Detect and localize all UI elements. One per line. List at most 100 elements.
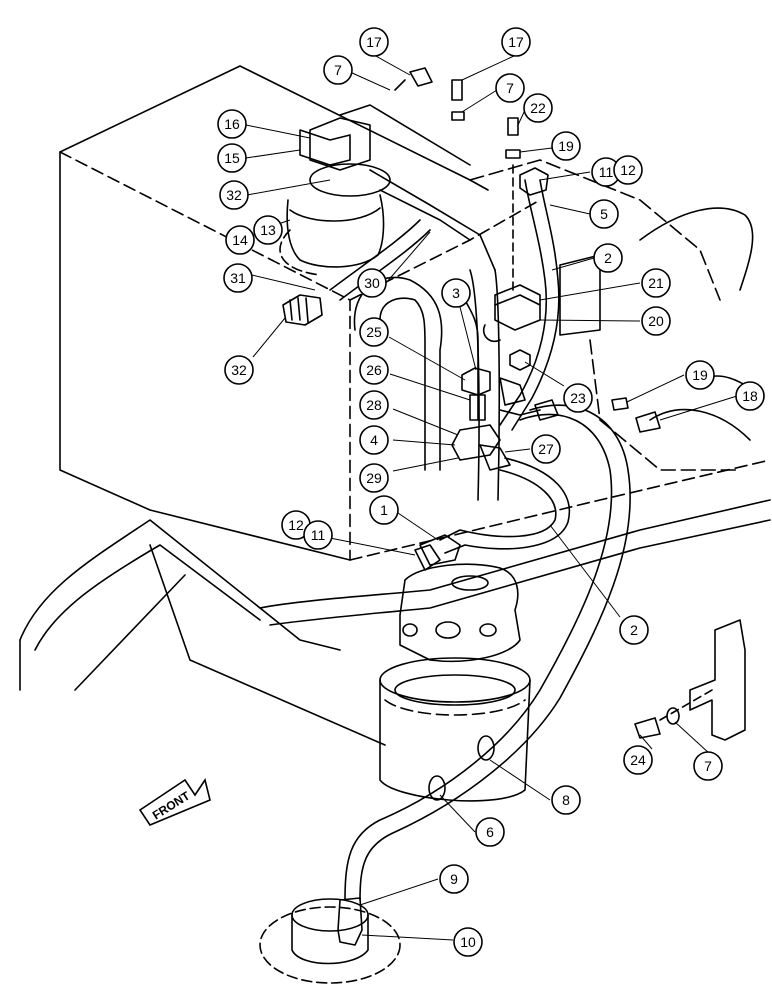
callout-26: 26	[359, 355, 389, 385]
callout-7: 7	[495, 73, 525, 103]
callout-2: 2	[619, 615, 649, 645]
callout-number: 8	[562, 792, 570, 808]
filter-tube-a	[369, 169, 496, 271]
base-ring-dashed	[259, 906, 401, 984]
frame-floor-line	[149, 544, 386, 746]
callout-circle	[439, 864, 469, 894]
callout-8: 8	[551, 785, 581, 815]
fitting-9-10	[337, 897, 363, 946]
callout-number: 13	[260, 222, 276, 238]
callout-number: 9	[450, 871, 458, 887]
callout-circle	[641, 268, 671, 298]
callout-17: 17	[501, 27, 531, 57]
callout-number: 19	[692, 367, 708, 383]
callout-circle	[619, 615, 649, 645]
callout-circle	[551, 785, 581, 815]
clamp-ring	[482, 324, 501, 343]
callout-number: 28	[366, 397, 382, 413]
callout-number: 7	[704, 758, 712, 774]
callout-number: 12	[288, 517, 304, 533]
washer-19b	[611, 397, 629, 411]
motor-cylinder-top	[379, 657, 531, 703]
callout-27: 27	[531, 434, 561, 464]
fitting-26	[469, 394, 486, 421]
fitting-27	[479, 444, 511, 471]
callout-number: 7	[506, 80, 514, 96]
callout-circle	[613, 155, 643, 185]
callout-11: 11	[303, 520, 333, 550]
callout-circle	[453, 927, 483, 957]
washer-7c	[666, 707, 680, 725]
callout-5: 5	[589, 199, 619, 229]
front-arrow: FRONT	[138, 778, 211, 826]
bolt-22	[507, 117, 519, 136]
bracket-block	[559, 254, 601, 336]
callout-14: 14	[225, 225, 255, 255]
callout-circle	[593, 243, 623, 273]
bracket-24	[689, 619, 746, 741]
callout-number: 29	[366, 470, 382, 486]
callout-19: 19	[685, 360, 715, 390]
callout-circle	[359, 355, 389, 385]
callout-32: 32	[224, 355, 254, 385]
callout-number: 32	[226, 187, 242, 203]
callout-3: 3	[441, 278, 471, 308]
pipe-loop-outer	[353, 276, 443, 471]
callout-number: 14	[232, 232, 248, 248]
callout-circle	[359, 27, 389, 57]
filter-body	[286, 194, 385, 268]
bolt-17b	[451, 79, 463, 101]
hose-5-outer	[499, 179, 548, 426]
callout-2: 2	[593, 243, 623, 273]
hose-5-inner	[511, 179, 560, 431]
callout-circle	[219, 180, 249, 210]
filter-rim	[289, 207, 381, 222]
callout-number: 1	[380, 502, 388, 518]
washer-19a	[505, 149, 521, 159]
callout-number: 11	[599, 164, 614, 180]
callout-number: 2	[630, 622, 638, 638]
right-body-dashed2	[589, 339, 741, 471]
bolt-18	[635, 411, 661, 433]
callout-number: 11	[311, 527, 326, 543]
callout-number: 22	[530, 100, 546, 116]
callout-24: 24	[623, 745, 653, 775]
filter-head-mount	[299, 129, 351, 166]
frame-rail-upper	[19, 519, 341, 651]
hose-2-lower-outer	[439, 469, 557, 541]
elbow-fitting	[282, 294, 323, 326]
callout-circle	[685, 360, 715, 390]
motor-top	[399, 563, 521, 663]
callout-number: 7	[334, 62, 342, 78]
base-top	[291, 898, 369, 932]
callout-number: 4	[370, 432, 378, 448]
clamp-inner	[494, 294, 541, 306]
callout-15: 15	[217, 143, 247, 173]
callout-circle	[563, 383, 593, 413]
fitting-11-top	[519, 167, 549, 196]
callout-circle	[551, 131, 581, 161]
callout-circle	[359, 390, 389, 420]
callout-circle	[589, 199, 619, 229]
tank-front-edge-dashed	[59, 151, 351, 561]
frame-rail-lower	[34, 544, 261, 651]
callout-32: 32	[219, 180, 249, 210]
callout-1: 1	[369, 495, 399, 525]
callout-number: 27	[538, 441, 554, 457]
clamp-block	[494, 284, 541, 331]
callout-30: 30	[357, 268, 387, 298]
bolt-17a	[394, 67, 433, 91]
callout-circle	[359, 463, 389, 493]
callout-number: 23	[570, 390, 586, 406]
callout-13: 13	[253, 215, 283, 245]
callout-20: 20	[641, 306, 671, 336]
callout-circle	[225, 225, 255, 255]
callout-number: 5	[600, 206, 608, 222]
base-sides	[291, 914, 369, 965]
callout-circle	[217, 143, 247, 173]
elbow-fitting-thread	[289, 297, 309, 323]
fitting-right-a	[499, 377, 526, 406]
callout-circle	[641, 306, 671, 336]
callout-number: 18	[742, 388, 758, 404]
